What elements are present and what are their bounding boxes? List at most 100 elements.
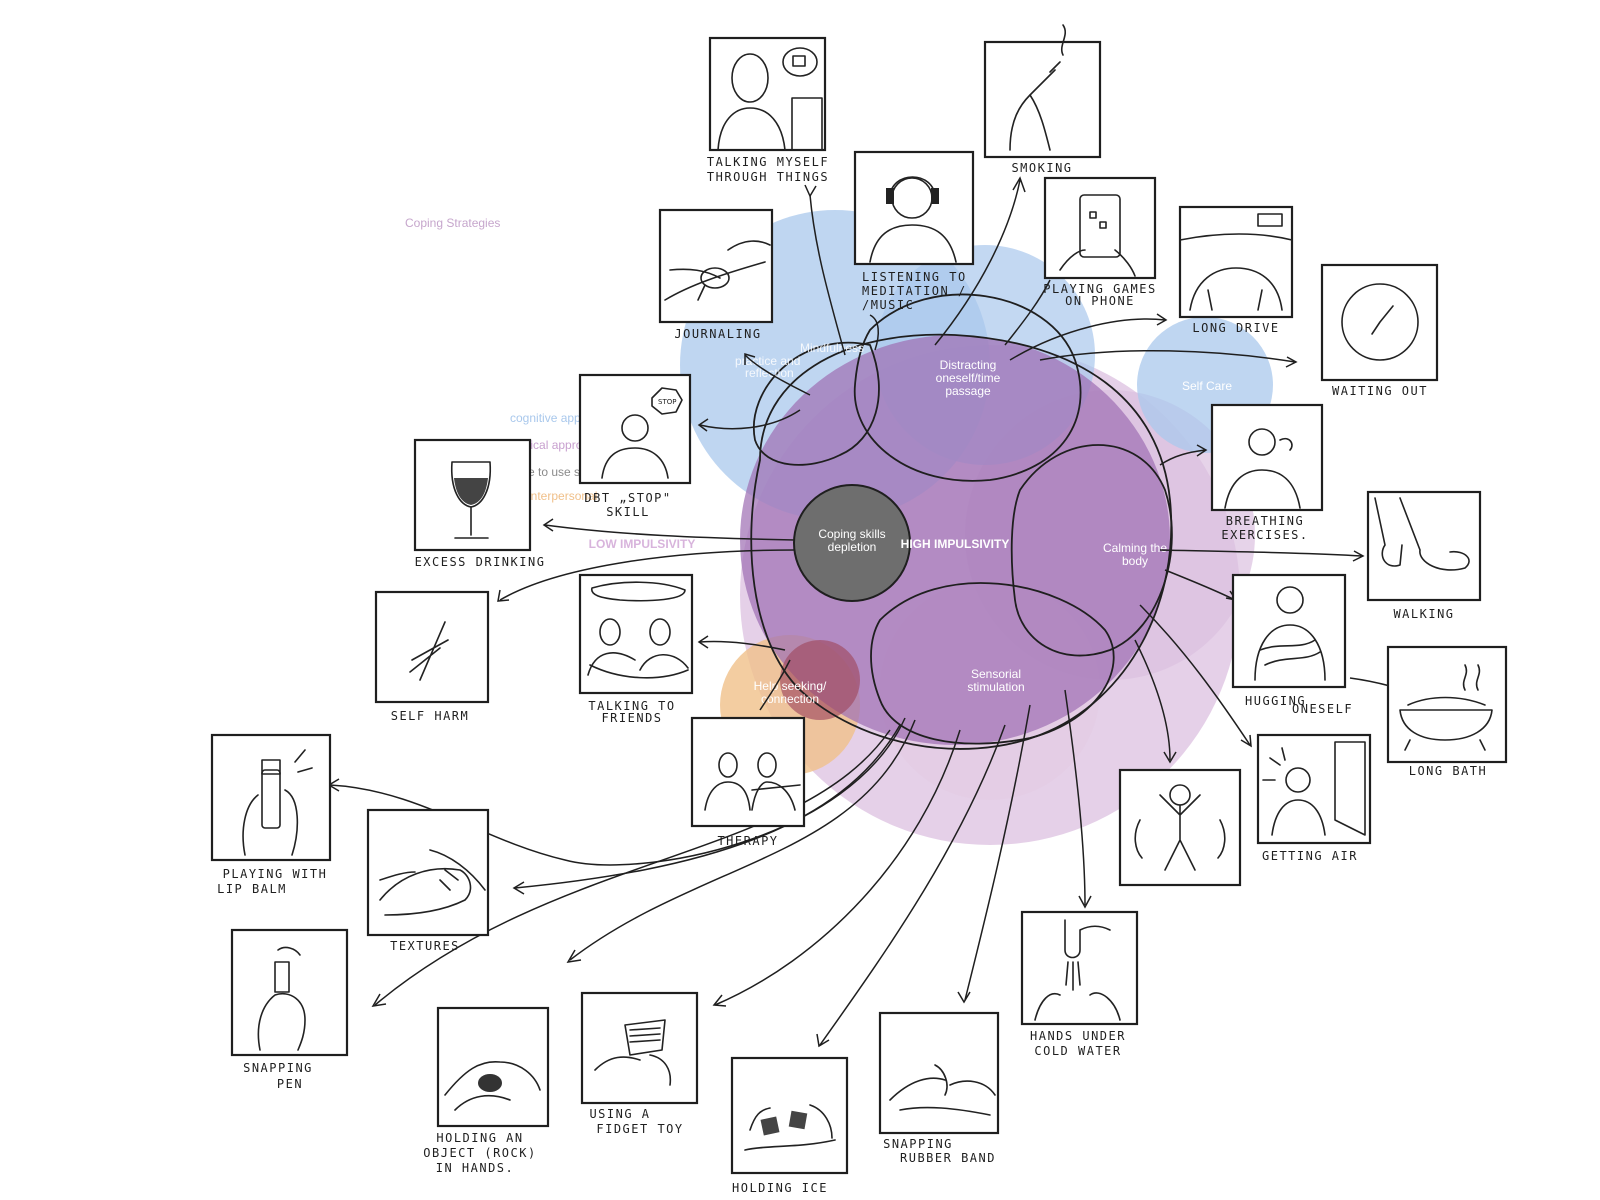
card-label: THERAPY (717, 834, 778, 848)
card-label-line2: PEN (277, 1077, 303, 1091)
ice-cubes-icon (744, 1104, 836, 1151)
self-hug-icon (1254, 586, 1326, 681)
card-frame (1366, 490, 1482, 602)
card-hugging: HUGGING ONESELF (1231, 573, 1353, 716)
phone-icon (1059, 194, 1136, 277)
help-label-2: connection (761, 692, 819, 706)
card-therapy: THERAPY (690, 716, 806, 848)
card-frame (1178, 205, 1294, 319)
card-label-line2: EXERCISES. (1221, 528, 1308, 542)
arrowhead (697, 418, 709, 432)
mindfulness-label-1: Mindfulness (800, 341, 864, 355)
card-long-bath: LONG BATH (1386, 645, 1508, 778)
card-label-line1: USING A (589, 1107, 650, 1121)
distracting-label-2: oneself/time (936, 371, 1001, 385)
card-label-line1: SNAPPING (883, 1137, 953, 1151)
arrowhead (1240, 734, 1252, 748)
jumping-person-icon (1134, 784, 1226, 871)
arrowhead (1156, 313, 1168, 326)
center-label-line1: Coping skills (818, 527, 885, 541)
blob-outlines (750, 293, 1173, 750)
arrow-to-holding-object (569, 719, 916, 961)
arrow-to-self-harm (499, 549, 796, 601)
card-frame (374, 590, 490, 704)
card-label-line1: HUGGING (1245, 694, 1306, 708)
card-frame (436, 1006, 550, 1128)
svg-text:STOP: STOP (658, 398, 676, 406)
arrowhead (712, 994, 727, 1007)
card-playing-games: PLAYING GAMES ON PHONE (1043, 176, 1157, 308)
calming-outline (1010, 444, 1173, 657)
center-label-line2: depletion (828, 540, 877, 554)
card-talking-myself: TALKING MYSELF THROUGH THINGS (707, 36, 829, 184)
arrow-to-walking (1159, 549, 1363, 557)
cluster-labels: Coping skills depletion Mindfulness prac… (589, 341, 1233, 706)
card-textures: TEXTURES (366, 808, 490, 953)
card-frame (658, 208, 774, 324)
arrow-to-lip-balm (329, 717, 906, 866)
card-frame (1231, 573, 1347, 689)
card-getting-air: GETTING AIR (1256, 733, 1372, 863)
self-talk-icon (717, 47, 823, 151)
card-label-line1: PLAYING GAMES (1043, 282, 1156, 296)
mindfulness-outline (752, 341, 880, 466)
arrowhead (1163, 751, 1177, 764)
sensorial-label-2: stimulation (967, 680, 1024, 694)
arrowhead (1285, 356, 1298, 368)
card-label-line2: OBJECT (ROCK) (423, 1146, 536, 1160)
card-label: SELF HARM (391, 709, 470, 723)
low-impulsivity-label: LOW IMPULSIVITY (589, 537, 696, 551)
card-excess-drinking: EXCESS DRINKING (413, 438, 544, 569)
arrowhead (512, 881, 525, 895)
card-smoking: SMOKING (983, 24, 1102, 175)
card-journaling: JOURNALING (658, 208, 774, 341)
arrowhead (1352, 550, 1365, 562)
arrow-to-smoking (934, 179, 1021, 346)
card-frame (578, 373, 692, 485)
card-label-line1: PLAYING WITH (223, 867, 328, 881)
arrow-to-rubber-band (964, 704, 1031, 1001)
bathtub-icon (1399, 664, 1493, 751)
stop-sign-icon: STOP (601, 387, 683, 479)
calming-label-2: body (1122, 554, 1148, 568)
card-label-line2: ONESELF (1292, 702, 1353, 716)
card-waiting-out: WAITING OUT (1320, 263, 1439, 398)
card-fidget-toy: USING A FIDGET TOY (580, 991, 699, 1136)
card-frame (853, 150, 975, 266)
arrow-to-breathing (1159, 449, 1206, 466)
arrow-to-hugging (1164, 569, 1236, 601)
arrow-to-friends (699, 640, 786, 651)
headphones-icon (869, 176, 957, 263)
card-lip-balm: PLAYING WITH LIP BALM (210, 733, 332, 896)
arrow-to-fidget (714, 729, 961, 1006)
mindfulness-label-2: practice and (735, 354, 800, 368)
card-label-line2: THROUGH THINGS (707, 170, 829, 184)
card-label-line3: /MUSIC (862, 298, 914, 312)
arrowhead (497, 589, 510, 602)
main-outline (750, 333, 1173, 750)
arrowhead (804, 184, 817, 198)
help-overlap-bubble (780, 640, 860, 720)
arrowhead (542, 518, 554, 532)
card-frame (690, 716, 806, 828)
arrowhead (744, 352, 756, 365)
card-label-line2: ON PHONE (1065, 294, 1135, 308)
arrows (327, 176, 1391, 1048)
card-label-line1: TALKING MYSELF (707, 155, 829, 169)
diagram-title: Coping Strategies (405, 216, 500, 230)
arrow-to-ice (819, 724, 1006, 1046)
arrow-to-games (1004, 279, 1051, 346)
sensorial-outline (870, 582, 1115, 745)
card-label: LONG BATH (1409, 764, 1488, 778)
card-self-harm: SELF HARM (374, 590, 490, 723)
arrow-to-cold-water (1064, 689, 1086, 906)
therapy-session-icon (704, 752, 801, 811)
arrowhead (957, 991, 971, 1004)
coping-depletion-bubble (793, 484, 911, 602)
distracting-outline (853, 293, 1082, 482)
hand-texture-icon (379, 849, 486, 916)
wine-glass-icon (450, 461, 492, 539)
card-label: JOURNALING (674, 327, 761, 341)
card-rubber-band: SNAPPING RUBBER BAND (878, 1011, 1000, 1165)
card-label: WALKING (1393, 607, 1454, 621)
